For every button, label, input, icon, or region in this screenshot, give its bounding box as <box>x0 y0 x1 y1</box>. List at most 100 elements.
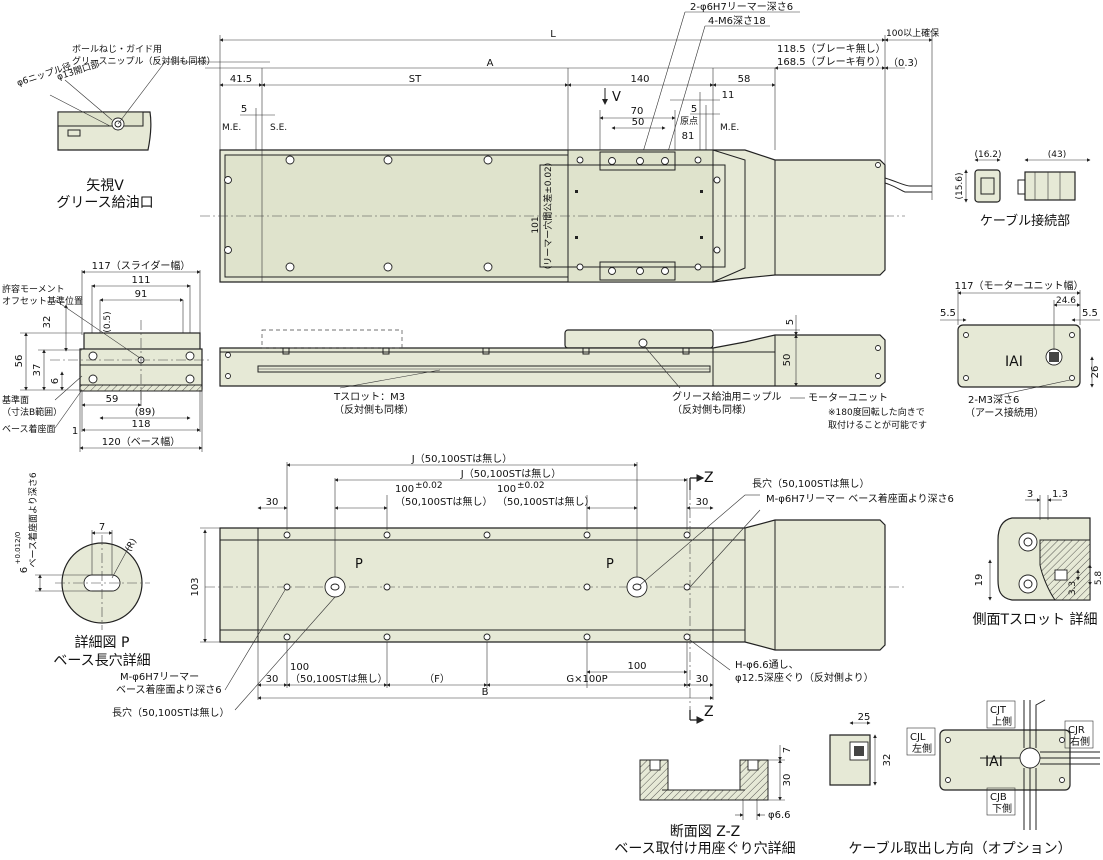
dim-B: B <box>482 687 489 698</box>
note-ream-m2-depth: ベース着座面より深さ6 <box>116 683 222 696</box>
p-dim-7: 7 <box>99 522 105 533</box>
dim-100-a: 100 <box>395 484 414 495</box>
detail-p-title: 詳細図 P <box>75 635 130 651</box>
tslot-detail: 3 1.3 19 3.3 5.8 側面Tスロット 詳細 <box>972 489 1103 628</box>
p-dim-6: 6 <box>19 567 30 573</box>
dim-41-5: 41.5 <box>230 74 252 85</box>
tslot-detail-title: 側面Tスロット 詳細 <box>972 612 1097 628</box>
cjt-label: CJT <box>990 705 1007 716</box>
cable-connection: (16.2) (43) (15.6) ケーブル接続部 <box>955 150 1091 229</box>
ts-dim-3: 3 <box>1027 489 1033 500</box>
dim-30-d: 30 <box>696 674 709 685</box>
note-seat: ベース着座面 <box>2 423 56 435</box>
dim-59: 59 <box>106 394 119 405</box>
dim-5-right: 5 <box>691 104 697 115</box>
dim-base-width: 120（ベース幅） <box>102 435 181 448</box>
note-m6: 4-M6深さ18 <box>708 15 766 27</box>
side-dim-5: 5 <box>785 319 796 325</box>
dim-11: 11 <box>722 90 735 101</box>
cjr-side: 右側 <box>1070 735 1090 748</box>
dim-111: 111 <box>131 275 150 286</box>
dim-32: 32 <box>42 316 53 329</box>
dim-91: 91 <box>135 289 148 300</box>
dim-15-6: (15.6) <box>955 172 965 199</box>
dim-101: 101 <box>531 216 541 233</box>
zz-dim-6-6: φ6.6 <box>768 810 791 821</box>
note-reamer-pitch: （リーマー穴間公差±0.02） <box>542 157 554 275</box>
note-brake-yes: 168.5（ブレーキ有り） <box>777 55 886 68</box>
dim-30-b: 30 <box>696 497 709 508</box>
motor-end-view: IAI 117（モーターユニット幅） 24.6 5.5 5.5 26 2-M3深… <box>940 279 1101 419</box>
dim-A: A <box>487 58 494 69</box>
note-h-hole-2: φ12.5深座ぐり（反対側より） <box>735 671 874 684</box>
note-m3-earth: （アース接続用） <box>965 406 1044 419</box>
detail-p-subtitle: ベース長穴詳細 <box>53 653 150 669</box>
dim-100-a-tol: ±0.02 <box>415 481 443 491</box>
cd-dim-32: 32 <box>882 754 893 767</box>
note-rotate-2: 取付けることが可能です <box>828 419 927 431</box>
label-P-2: P <box>606 557 614 572</box>
dim-J: J（50,100STは無し） <box>411 452 512 465</box>
note-moment-1: 許容モーメント <box>2 283 65 295</box>
side-dim-50: 50 <box>782 354 793 367</box>
note-ream: 2-φ6H7リーマー深さ6 <box>690 1 793 13</box>
dim-100-b-tol: ±0.02 <box>517 481 545 491</box>
p-depth: ベース着座面より深さ6 <box>27 472 39 567</box>
dim-140: 140 <box>630 74 649 85</box>
dim-26: 26 <box>1090 366 1101 379</box>
label-origin: 原点 <box>680 116 698 127</box>
cjl-side: 左側 <box>912 742 932 755</box>
note-rotate-1: ※180度回転した向きで <box>828 406 925 418</box>
dim-70: 70 <box>631 106 644 117</box>
note-motor-unit: モーターユニット <box>808 392 888 404</box>
view-v-title: 矢視V <box>86 178 124 194</box>
dim-6: 6 <box>50 378 61 384</box>
note-tslot-2: （反対側も同様） <box>334 403 414 416</box>
dim-30-c: 30 <box>266 674 279 685</box>
dim-81: 81 <box>682 131 695 142</box>
section-zz-title: 断面図 Z-Z <box>670 824 740 840</box>
cable-conn-title: ケーブル接続部 <box>980 213 1070 229</box>
label-me-right: M.E. <box>720 123 739 133</box>
p-tol: +0.012/0 <box>14 532 22 565</box>
dim-89: (89) <box>135 407 156 418</box>
side-view: 5 50 Tスロット：M3 （反対側も同様） グリース給油用ニップル （反対側も… <box>219 315 927 431</box>
note-long-hole-2: 長穴（50,100STは無し） <box>112 706 229 719</box>
bottom-view: J（50,100STは無し） J（50,100STは無し） 100 ±0.02 … <box>112 452 954 724</box>
dim-58: 58 <box>738 74 751 85</box>
note-ream-m: M-φ6H7リーマー ベース着座面より深さ6 <box>766 492 954 505</box>
cable-dir-title: ケーブル取出し方向（オプション） <box>848 840 1071 857</box>
detail-p: 7 (R) 6 +0.012/0 ベース着座面より深さ6 詳細図 P ベース長穴… <box>14 472 151 669</box>
cable-direction: 25 32 IAI CJT 上側 CJL 左側 CJR 右側 CJB 下側 ケー… <box>829 699 1100 857</box>
dim-F: （F） <box>424 673 450 685</box>
section-zz-subtitle: ベース取付け用座ぐり穴詳細 <box>614 841 795 857</box>
dim-30-a: 30 <box>266 497 279 508</box>
note-secure: 100以上確保 <box>886 27 939 39</box>
dim-5-5-left: 5.5 <box>940 308 956 319</box>
top-view: L A 41.5 ST 140 58 5 70 50 81 5 11 2-φ6H… <box>200 1 939 283</box>
ts-dim-3-3: 3.3 <box>1068 581 1078 595</box>
label-Z-2: Z <box>704 704 714 720</box>
dim-100-a-note: （50,100STは無し） <box>395 495 492 508</box>
cjb-side: 下側 <box>992 802 1012 815</box>
label-v-arrow: V <box>612 90 621 105</box>
dim-5-5-right: 5.5 <box>1082 308 1098 319</box>
dim-L: L <box>550 29 556 40</box>
dim-motor-width: 117（モーターユニット幅） <box>954 279 1083 292</box>
dim-ST: ST <box>409 74 422 85</box>
dim-100-b-note: （50,100STは無し） <box>497 495 594 508</box>
dim-G: G×100P <box>566 674 607 685</box>
dim-5-left: 5 <box>241 104 247 115</box>
section-zz: 7 30 φ6.6 断面図 Z-Z ベース取付け用座ぐり穴詳細 <box>614 745 796 857</box>
dim-16-2: (16.2) <box>974 150 1001 160</box>
dim-100-d: 100 <box>627 661 646 672</box>
cjt-side: 上側 <box>992 715 1012 728</box>
view-v-subtitle: グリース給油口 <box>56 195 153 211</box>
ts-dim-19: 19 <box>974 574 985 587</box>
cjb-label: CJB <box>990 792 1007 803</box>
cjl-label: CJL <box>910 732 926 743</box>
note-grease-2: （反対側も同様） <box>672 403 752 416</box>
dim-100-b: 100 <box>497 484 516 495</box>
note-moment-2: オフセット基準位置 <box>2 295 83 307</box>
label-me-left: M.E. <box>222 123 241 133</box>
